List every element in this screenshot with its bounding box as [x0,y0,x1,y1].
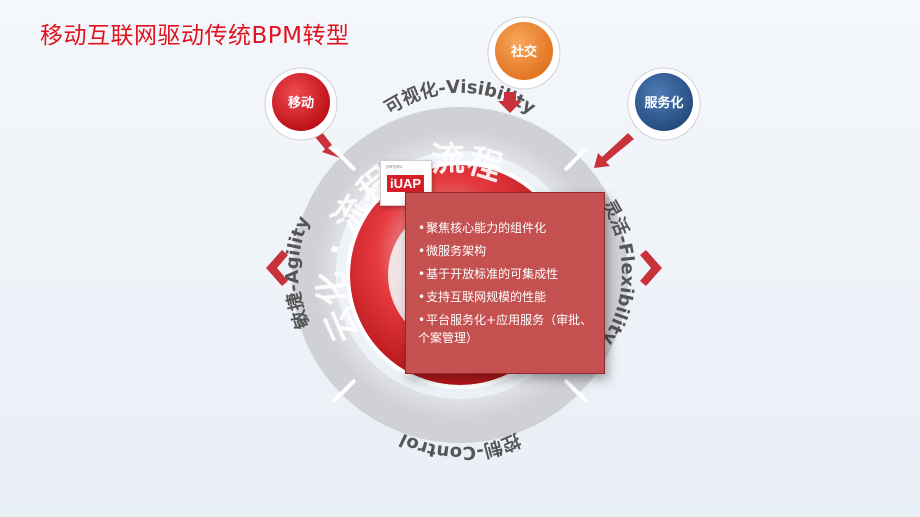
bubble-mobile-label: 移动 [288,95,314,111]
ring-separators [331,146,589,404]
list-item: 基于开放标准的可集成性 [418,265,596,283]
chevron-left-icon [266,250,288,286]
chevron-right-icon [640,250,662,286]
capabilities-list: 聚焦核心能力的组件化 微服务架构 基于开放标准的可集成性 支持互联网规模的性能 … [406,193,604,347]
list-item: 平台服务化+应用服务（审批、个案管理） [418,311,596,347]
arrow-social-icon [498,92,522,113]
bubble-service: 服务化 [627,67,701,141]
bubble-social-label: 社交 [510,44,537,60]
capabilities-card: 聚焦核心能力的组件化 微服务架构 基于开放标准的可集成性 支持互联网规模的性能 … [405,192,605,374]
logo-brand: iUAP [387,175,425,192]
list-item: 聚焦核心能力的组件化 [418,219,596,237]
list-item: 支持互联网规模的性能 [418,288,596,306]
page-title: 移动互联网驱动传统BPM转型 [40,23,350,49]
bubble-mobile: 移动 [264,67,338,141]
bubble-service-label: 服务化 [644,95,683,111]
bubble-social: 社交 [487,16,561,90]
list-item: 微服务架构 [418,242,596,260]
arrow-service-icon [594,133,634,168]
outer-ring [292,107,628,443]
logo-tagline: yonyou [386,164,403,170]
